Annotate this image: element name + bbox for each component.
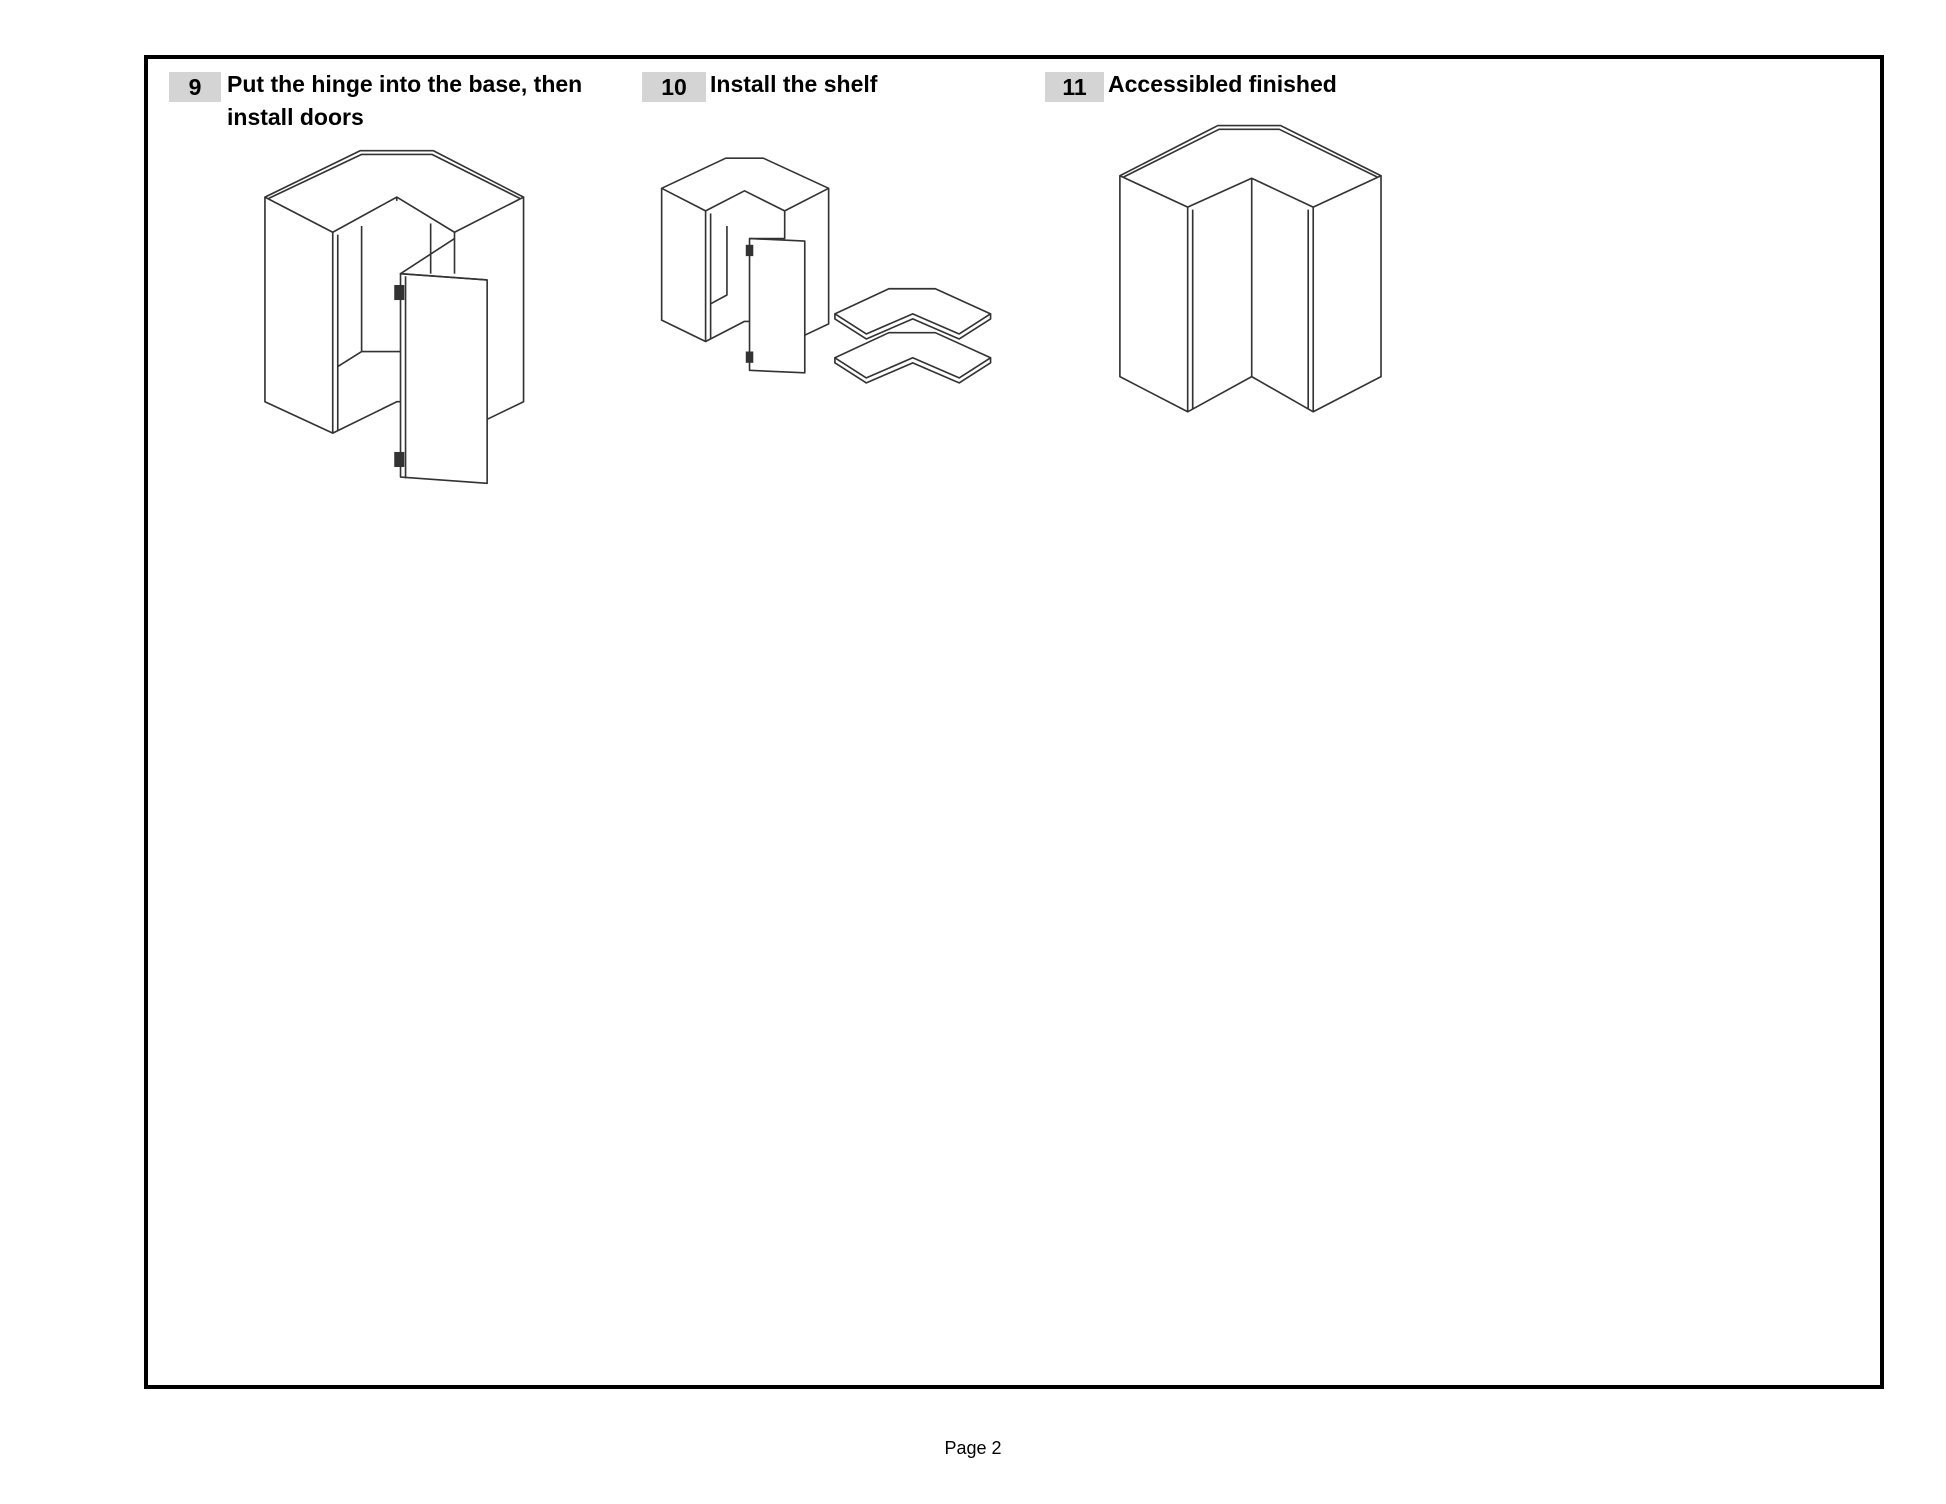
step-9-title-line1: Put the hinge into the base, then <box>227 71 583 97</box>
step-11-title: Accessibled finished <box>1108 71 1337 97</box>
cabinet-shelf-illustration <box>660 157 992 384</box>
page-number: Page 2 <box>944 1438 1002 1458</box>
step-11-number: 11 <box>1045 72 1104 102</box>
step-9-number: 9 <box>169 72 221 102</box>
step-9-title: Put the hinge into the base, then instal… <box>227 68 582 134</box>
cabinet-finished-illustration <box>1119 124 1382 413</box>
step-10-number: 10 <box>642 72 706 102</box>
step-9-title-line2: install doors <box>227 104 364 130</box>
cabinet-door-open-illustration <box>264 149 525 485</box>
step-10-title: Install the shelf <box>710 71 878 97</box>
page-frame <box>144 55 1884 1389</box>
